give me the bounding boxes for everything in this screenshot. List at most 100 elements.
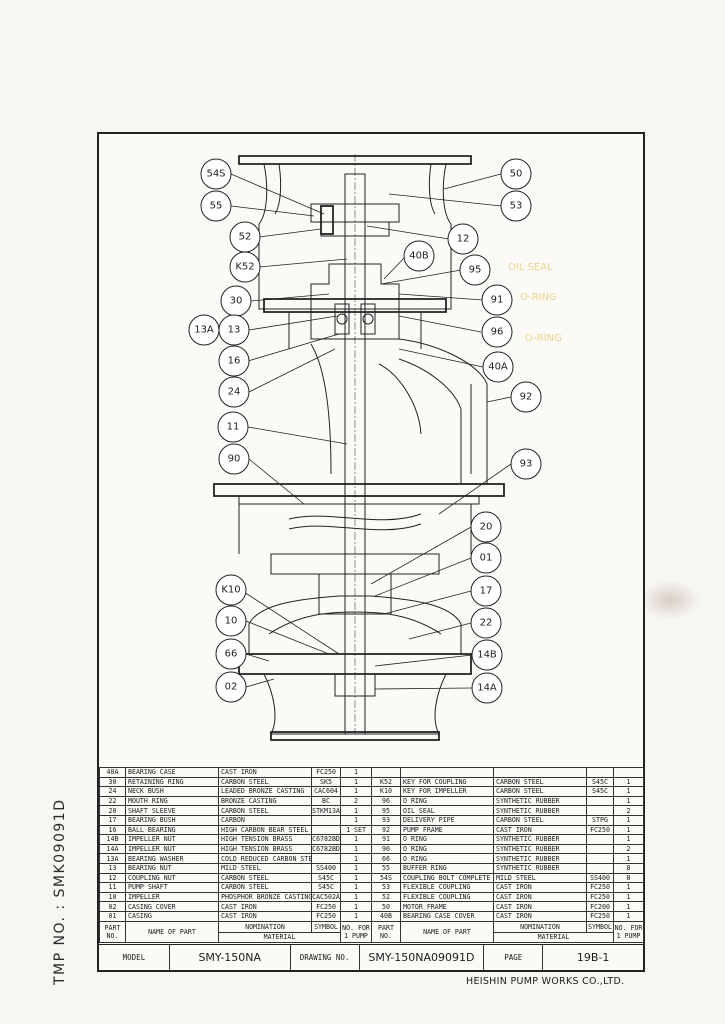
part-left-no-cell: 17 bbox=[99, 814, 126, 826]
part-right-no-cell: 93 bbox=[371, 814, 401, 826]
balloon-K10: K10 bbox=[215, 574, 247, 606]
part-left-symbol-cell: FC250 bbox=[311, 901, 341, 912]
part-right-material-cell: CAST IRON bbox=[493, 882, 587, 893]
part-left-qty-cell: 1 bbox=[340, 910, 372, 922]
part-left-qty-cell: 1 bbox=[340, 767, 372, 778]
part-left-qty-cell: 1 bbox=[340, 891, 372, 903]
part-left-name-cell: PUMP SHAFT bbox=[125, 882, 219, 893]
part-left-name-cell: NECK BUSH bbox=[125, 786, 219, 797]
part-right-material-cell bbox=[493, 767, 587, 778]
balloon-13: 13 bbox=[218, 314, 250, 346]
part-right-name-cell: MOTOR FRAME bbox=[400, 901, 494, 912]
page-value: 19B-1 bbox=[576, 951, 610, 964]
company-name: HEISHIN PUMP WORKS CO.,LTD. bbox=[466, 976, 625, 987]
part-right-symbol-cell: SS400 bbox=[586, 872, 614, 884]
part-right-symbol-cell bbox=[586, 843, 614, 855]
part-left-no-cell: 01 bbox=[99, 910, 126, 922]
svg-text:02: 02 bbox=[225, 682, 238, 693]
part-right-material-cell: SYNTHETIC RUBBER bbox=[493, 805, 587, 816]
drawing-no-label: DRAWING NO. bbox=[291, 945, 360, 970]
svg-text:24: 24 bbox=[228, 387, 241, 398]
part-right-name-cell: O RING bbox=[400, 834, 494, 845]
part-right-no-cell: 54S bbox=[371, 872, 401, 884]
part-left-name-cell: BEARING CASE bbox=[125, 767, 219, 778]
drawing-sheet: 54S 55 52 K52 30 13A 13 16 24 11 90 K10 … bbox=[97, 132, 645, 972]
part-left-symbol-cell: S45C bbox=[311, 872, 341, 884]
part-right-qty-cell: 1 bbox=[613, 882, 644, 893]
part-left-material-cell: LEADED BRONZE CASTING bbox=[218, 786, 312, 797]
part-right-name-cell: O RING bbox=[400, 843, 494, 855]
part-left-symbol-cell: S45C bbox=[311, 882, 341, 893]
part-right-qty-cell: 1 bbox=[613, 776, 644, 788]
balloon-K52: K52 bbox=[229, 251, 261, 283]
part-left-material-cell: PHOSPHOR BRONZE CASTING bbox=[218, 891, 312, 903]
part-right-material-cell: CAST IRON bbox=[493, 910, 587, 922]
part-left-name-cell: CASING COVER bbox=[125, 901, 219, 912]
part-left-no-cell: 40A bbox=[99, 767, 126, 778]
part-left-no-cell: 24 bbox=[99, 786, 126, 797]
svg-text:53: 53 bbox=[510, 201, 523, 212]
part-left-material-cell: CARBON STEEL bbox=[218, 882, 312, 893]
part-right-qty-cell: 8 bbox=[613, 872, 644, 884]
part-left-material-cell: CAST IRON bbox=[218, 910, 312, 922]
part-left-no-cell: 12 bbox=[99, 872, 126, 884]
part-right-qty-cell: 1 bbox=[613, 901, 644, 912]
svg-text:52: 52 bbox=[239, 232, 252, 243]
part-left-no-cell: 22 bbox=[99, 795, 126, 807]
part-right-name-cell: BUFFER RING bbox=[400, 862, 494, 874]
header-name-of-part: NAME OF PART bbox=[400, 920, 494, 943]
part-right-symbol-cell bbox=[586, 834, 614, 845]
part-left-no-cell: 02 bbox=[99, 901, 126, 912]
balloon-93: 93 bbox=[510, 448, 542, 480]
balloon-17: 17 bbox=[470, 575, 502, 607]
part-right-material-cell: CAST IRON bbox=[493, 891, 587, 903]
svg-text:54S: 54S bbox=[206, 169, 225, 180]
part-left-qty-cell: 1 bbox=[340, 805, 372, 816]
part-left-material-cell: CARBON bbox=[218, 814, 312, 826]
handwritten-note-oil-seal: OIL SEAL bbox=[508, 262, 553, 273]
part-right-no-cell bbox=[371, 767, 401, 778]
balloon-54S: 54S bbox=[200, 158, 232, 190]
part-right-name-cell: O RING bbox=[400, 795, 494, 807]
part-left-name-cell: COUPLING NUT bbox=[125, 872, 219, 884]
balloon-01: 01 bbox=[470, 542, 502, 574]
part-left-symbol-cell: BC bbox=[311, 795, 341, 807]
part-left-symbol-cell: CAC502A bbox=[311, 891, 341, 903]
handwritten-note-o-ring-2: O-RING bbox=[525, 333, 562, 344]
header-name-of-part: NAME OF PART bbox=[125, 920, 219, 943]
part-left-name-cell: BEARING BUSH bbox=[125, 814, 219, 826]
balloon-40A: 40A bbox=[482, 351, 514, 383]
balloon-13A: 13A bbox=[188, 314, 220, 346]
balloon-53: 53 bbox=[500, 190, 532, 222]
part-right-symbol-cell bbox=[586, 853, 614, 864]
part-left-name-cell: CASING bbox=[125, 910, 219, 922]
part-right-symbol-cell bbox=[586, 795, 614, 807]
part-right-material-cell: MILD STEEL bbox=[493, 872, 587, 884]
part-right-material-cell: SYNTHETIC RUBBER bbox=[493, 853, 587, 864]
balloon-10: 10 bbox=[215, 605, 247, 637]
part-left-symbol-cell: CAC604 bbox=[311, 786, 341, 797]
part-left-qty-cell: 1 bbox=[340, 843, 372, 855]
part-left-name-cell: IMPELLER NUT bbox=[125, 843, 219, 855]
part-right-symbol-cell: FC250 bbox=[586, 824, 614, 836]
svg-text:10: 10 bbox=[225, 616, 238, 627]
part-right-symbol-cell: S45C bbox=[586, 786, 614, 797]
balloon-30: 30 bbox=[220, 285, 252, 317]
part-right-no-cell: 96 bbox=[371, 795, 401, 807]
part-left-material-cell: HIGH CARBON BEAR STEEL bbox=[218, 824, 312, 836]
part-left-qty-cell: 1 bbox=[340, 853, 372, 864]
part-right-name-cell: KEY FOR IMPELLER bbox=[400, 786, 494, 797]
part-left-qty-cell: 1 bbox=[340, 834, 372, 845]
part-left-qty-cell: 1 bbox=[340, 901, 372, 912]
header-no-for-1-pump: NO. FOR 1 PUMP bbox=[340, 920, 372, 943]
